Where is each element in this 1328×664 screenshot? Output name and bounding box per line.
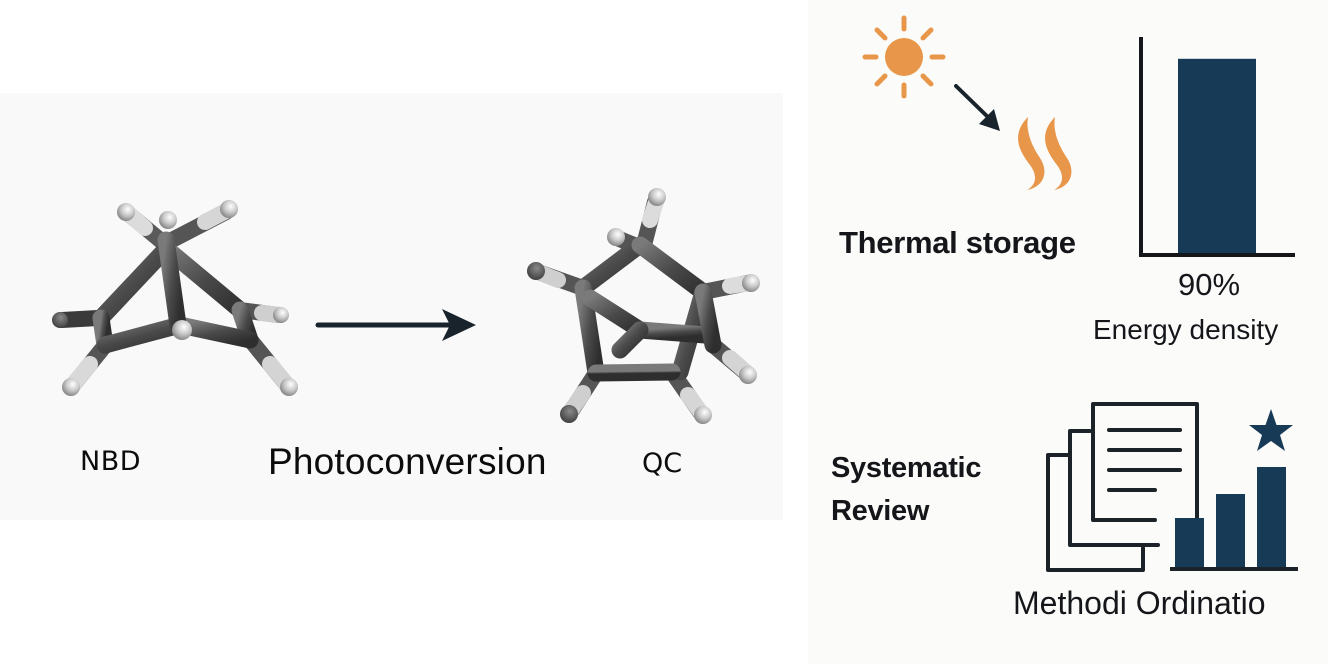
arrow-icon — [954, 84, 1000, 131]
methodi-ordinatio-label: Methodi Ordinatio — [1013, 585, 1266, 621]
energy-density-caption: Energy density — [1093, 314, 1279, 345]
ranking-bar — [1175, 518, 1204, 569]
ranking-bar — [1257, 467, 1286, 569]
systematic-review-line1: Systematic — [831, 452, 982, 484]
heat-waves-icon — [1018, 117, 1072, 190]
nbd-h-atoms — [52, 200, 298, 396]
sun-icon — [862, 15, 946, 99]
energy-density-value: 90% — [1178, 267, 1241, 302]
star-icon — [1249, 409, 1293, 451]
energy-density-bar — [1178, 58, 1256, 255]
nbd-cc-bonds — [92, 231, 259, 354]
reaction-panel — [0, 93, 783, 520]
process-label: Photoconversion — [268, 441, 547, 482]
systematic-review-line2: Review — [831, 495, 930, 527]
product-label: QC — [642, 448, 683, 479]
bar-chart-icon — [1170, 467, 1298, 571]
qc-cc-bonds — [574, 236, 722, 382]
reactant-label: NBD — [80, 446, 142, 477]
nbd-molecule — [52, 200, 298, 396]
ranking-bar — [1216, 494, 1245, 569]
documents-icon — [1046, 402, 1199, 572]
reaction-arrow — [315, 309, 476, 341]
thermal-storage-label: Thermal storage — [839, 225, 1076, 260]
qc-molecule — [527, 188, 760, 424]
energy-density-chart — [1139, 37, 1295, 257]
qc-h-atoms — [527, 188, 760, 424]
qc-ch-bonds — [530, 191, 758, 422]
systematic-review-label: Systematic Review — [831, 447, 981, 533]
